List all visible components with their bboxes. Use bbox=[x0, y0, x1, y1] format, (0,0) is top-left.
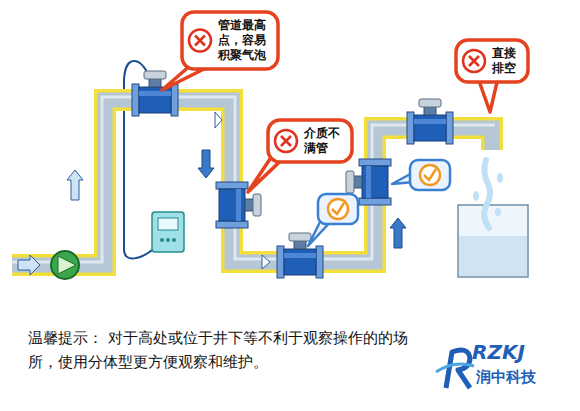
check-callout bbox=[410, 160, 450, 190]
pipe bbox=[12, 100, 492, 265]
callout-bubble: 管道最高点，容易积聚气泡 bbox=[180, 10, 280, 71]
check-callout bbox=[318, 194, 358, 224]
cross-icon bbox=[463, 50, 485, 72]
flow-meter bbox=[216, 182, 261, 228]
callout-bubble: 介质不满管 bbox=[266, 118, 354, 164]
logo-letters: RZKJ bbox=[472, 340, 525, 364]
caption: 温馨提示： 对于高处或位于井下等不利于观察操作的的场所，使用分体型更方便观察和维… bbox=[28, 326, 428, 374]
logo-name: 润中科技 bbox=[476, 368, 536, 387]
pipe-highlight bbox=[12, 97, 495, 262]
tank bbox=[458, 205, 528, 277]
callout-text: 直接排空 bbox=[492, 46, 520, 76]
flow-arrow bbox=[262, 255, 270, 269]
cross-icon bbox=[189, 30, 211, 52]
converter-screen bbox=[158, 218, 178, 230]
tank-water bbox=[459, 236, 527, 276]
cross-icon bbox=[275, 130, 297, 152]
flow-meter bbox=[132, 71, 178, 116]
logo-mark bbox=[446, 350, 470, 388]
flow-arrow bbox=[215, 112, 222, 128]
water-stream bbox=[484, 160, 490, 228]
callout-text: 管道最高点，容易积聚气泡 bbox=[218, 18, 270, 63]
flow-meter bbox=[407, 99, 453, 144]
flow-meter bbox=[277, 233, 323, 278]
pump-symbol bbox=[58, 256, 76, 274]
callout-text: 介质不满管 bbox=[304, 126, 344, 156]
pump bbox=[51, 251, 79, 279]
converter-box bbox=[152, 212, 184, 252]
callout-bubble: 直接排空 bbox=[454, 38, 530, 84]
flow-arrow bbox=[67, 170, 83, 200]
flow-arrow bbox=[18, 255, 40, 275]
logo-swoosh bbox=[436, 364, 474, 372]
flow-arrow bbox=[390, 218, 406, 248]
pipe-outline bbox=[12, 100, 492, 265]
flow-arrow bbox=[198, 150, 214, 178]
